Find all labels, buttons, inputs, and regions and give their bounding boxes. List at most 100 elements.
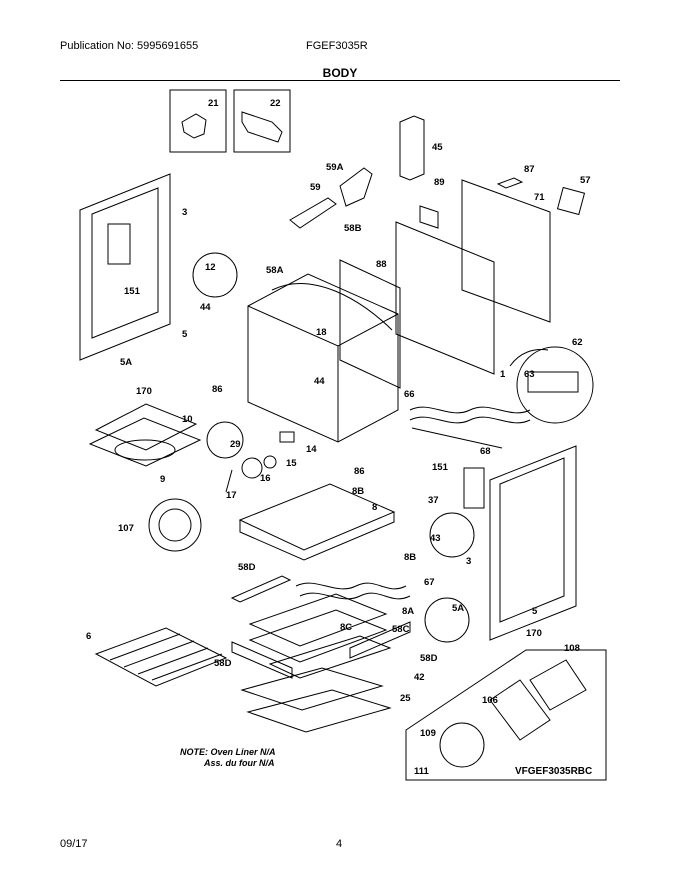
part-label-3-left: 3 <box>182 207 187 218</box>
inset-circle-29 <box>206 421 244 459</box>
part-label-43: 43 <box>430 533 441 544</box>
fan-blade-109 <box>439 722 485 768</box>
footer-date: 09/17 <box>60 838 88 850</box>
header-rule <box>60 80 620 81</box>
back-panel-71 <box>461 179 551 323</box>
part-21-bracket <box>181 113 207 139</box>
part-label-58D-top: 58D <box>238 562 256 573</box>
part-label-3-right: 3 <box>466 556 471 567</box>
insulation-58A <box>271 283 393 331</box>
inset-box-22 <box>233 89 291 153</box>
part-label-59A: 59A <box>326 162 344 173</box>
convection-inset-title: VFGEF3035RBC <box>515 766 593 777</box>
part-45 <box>399 115 425 181</box>
fan-cover-107-inner <box>158 508 192 542</box>
inset-circle-12 <box>192 252 238 298</box>
part-label-25: 25 <box>400 693 411 704</box>
insulation-58D-left <box>231 641 293 679</box>
part-label-5-right: 5 <box>532 606 538 617</box>
note-line-2: Ass. du four N/A <box>204 758 275 768</box>
oven-liner-note: NOTE: Oven Liner N/A Ass. du four N/A <box>180 747 276 769</box>
part-label-45: 45 <box>432 142 443 153</box>
part-label-107: 107 <box>118 523 134 534</box>
part-label-58D-right: 58D <box>420 653 438 664</box>
bake-element-67 <box>295 582 411 600</box>
part-label-57: 57 <box>580 175 591 186</box>
part-label-8B-top: 8B <box>352 486 364 497</box>
part-label-68: 68 <box>480 446 491 457</box>
part-label-6: 6 <box>86 631 91 642</box>
broil-element-66 <box>409 406 531 424</box>
part-label-17: 17 <box>226 490 237 501</box>
side-panel-right-inner <box>499 457 565 623</box>
part-label-111: 111 <box>414 766 430 777</box>
part-label-59: 59 <box>310 182 321 193</box>
part-label-5A-left: 5A <box>120 357 132 368</box>
part-label-86-center: 86 <box>354 466 365 477</box>
fan-cover-107 <box>148 498 202 552</box>
arrow-to-62 <box>509 349 549 367</box>
insulation-58B <box>339 259 401 389</box>
part-label-58D-left: 58D <box>214 658 232 669</box>
side-panel-left-inner <box>91 187 159 339</box>
exploded-parts-diagram: 21 22 45 59A 59 87 89 71 57 3 58B 88 12 … <box>79 89 607 781</box>
part-label-5A-right: 5A <box>452 603 464 614</box>
part-label-5-left: 5 <box>182 329 188 340</box>
part-15 <box>263 455 277 469</box>
inset-circle-62 <box>516 346 594 424</box>
part-label-58B: 58B <box>344 223 362 234</box>
part-label-44-center: 44 <box>314 376 325 387</box>
part-label-151-left: 151 <box>124 286 141 297</box>
part-label-21: 21 <box>208 98 219 109</box>
part-22-bracket <box>241 111 283 143</box>
part-68 <box>411 427 503 449</box>
plate-25 <box>246 689 392 733</box>
oven-rack-6-bars <box>109 633 223 681</box>
part-label-8A: 8A <box>402 606 414 617</box>
inset-circle-43 <box>429 512 475 558</box>
part-label-8B-bottom: 8B <box>404 552 416 563</box>
part-label-89: 89 <box>434 177 445 188</box>
part-87 <box>496 177 524 189</box>
part-label-67: 67 <box>424 577 435 588</box>
side-panel-right-3 <box>489 445 577 641</box>
part-89 <box>419 205 439 229</box>
side-panel-left-3 <box>79 173 171 361</box>
page-number: 4 <box>336 838 343 850</box>
part-label-10: 10 <box>182 414 193 425</box>
broiler-pan-insert-10 <box>94 403 198 451</box>
part-label-71: 71 <box>534 192 545 203</box>
part-59A <box>339 167 373 207</box>
publication-number: Publication No: 5995691655 <box>60 40 199 52</box>
part-label-58A: 58A <box>266 265 284 276</box>
part-label-14: 14 <box>306 444 317 455</box>
rear-frame-1 <box>395 221 495 375</box>
part-label-108: 108 <box>564 643 580 654</box>
section-title: BODY <box>322 66 358 80</box>
part-label-44-left: 44 <box>200 302 211 313</box>
part-57 <box>556 186 586 216</box>
insulation-58D-right <box>349 621 411 659</box>
part-label-18: 18 <box>316 327 327 338</box>
oven-rack-6 <box>94 627 228 687</box>
part-label-66: 66 <box>404 389 415 400</box>
part-label-109: 109 <box>420 728 436 739</box>
inset-box-21 <box>169 89 227 153</box>
part-16 <box>241 457 263 479</box>
note-line-1: NOTE: Oven Liner N/A <box>180 747 276 757</box>
broiler-pan-9-bowl <box>114 439 176 461</box>
oven-cavity <box>247 273 399 443</box>
part-label-170-right: 170 <box>526 628 542 639</box>
motor-108 <box>529 659 587 711</box>
broiler-pan-9 <box>88 417 202 467</box>
insulation-58D-top <box>230 575 292 603</box>
part-14 <box>279 431 295 443</box>
oven-bottom-8-edge <box>239 512 395 561</box>
part-8A <box>248 593 388 647</box>
part-151-right <box>463 467 485 509</box>
part-label-37: 37 <box>428 495 439 506</box>
part-59 <box>289 197 337 229</box>
part-label-9: 9 <box>160 474 165 485</box>
part-label-63: 63 <box>524 369 535 380</box>
part-label-87: 87 <box>524 164 535 175</box>
